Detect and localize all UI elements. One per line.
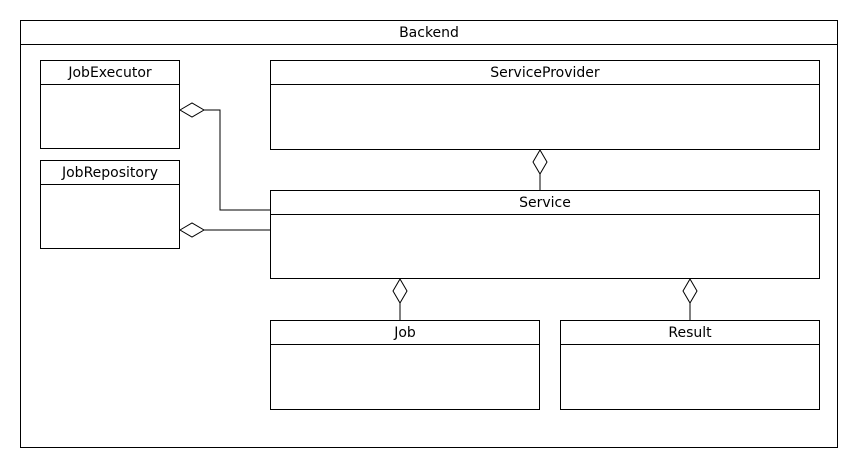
class-name-service: Service [271,191,819,215]
class-name-jobrepository: JobRepository [41,161,179,185]
class-name-job: Job [271,321,539,345]
class-box-service[interactable]: Service [270,190,820,279]
class-box-result[interactable]: Result [560,320,820,410]
class-name-result: Result [561,321,819,345]
package-title: Backend [21,21,837,45]
class-name-serviceprovider: ServiceProvider [271,61,819,85]
class-box-job[interactable]: Job [270,320,540,410]
package-frame-backend: Backend [20,20,838,448]
class-box-serviceprovider[interactable]: ServiceProvider [270,60,820,150]
class-name-jobexecutor: JobExecutor [41,61,179,85]
class-box-jobexecutor[interactable]: JobExecutor [40,60,180,149]
class-box-jobrepository[interactable]: JobRepository [40,160,180,249]
